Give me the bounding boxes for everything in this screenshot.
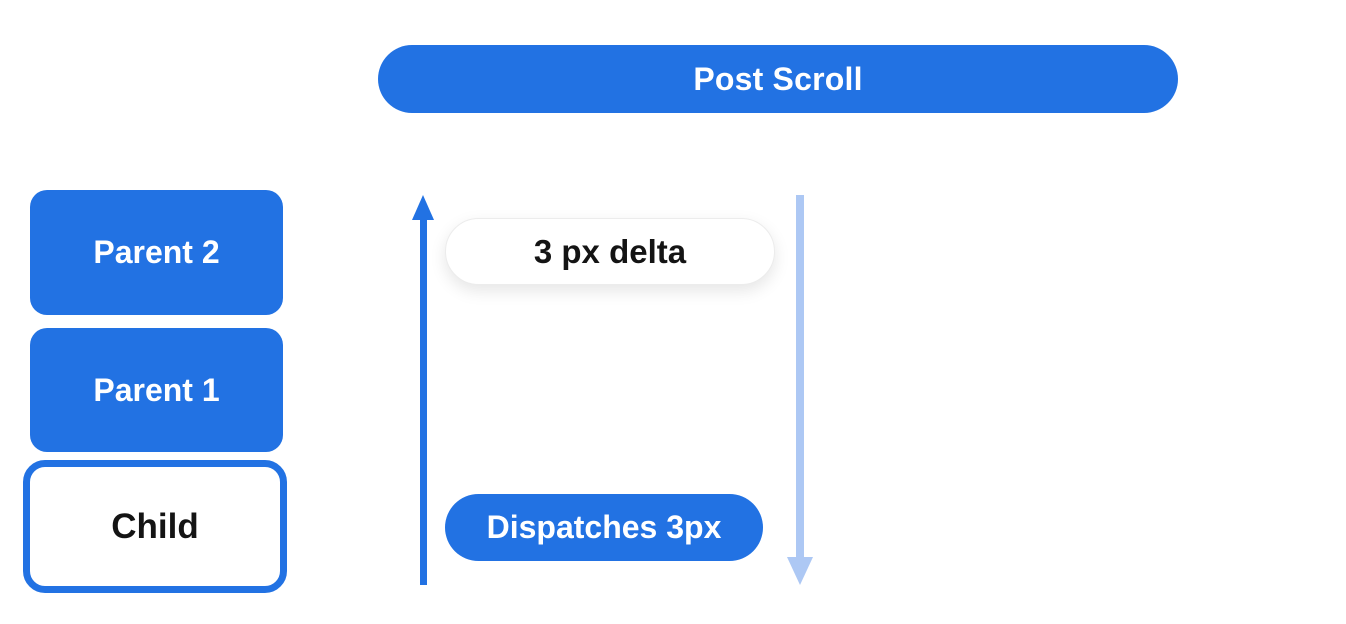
down-arrow-icon	[787, 195, 813, 585]
child-box: Child	[23, 460, 287, 593]
parent1-box: Parent 1	[30, 328, 283, 452]
delta-pill: 3 px delta	[445, 218, 775, 285]
down-arrow-head	[787, 557, 813, 585]
post-scroll-banner: Post Scroll	[378, 45, 1178, 113]
up-arrow-head	[412, 195, 434, 220]
child-label: Child	[111, 506, 199, 546]
parent1-label: Parent 1	[93, 371, 220, 408]
parent2-box: Parent 2	[30, 190, 283, 315]
parent2-label: Parent 2	[93, 234, 220, 270]
up-arrow-shaft	[419, 220, 427, 585]
down-arrow-shaft	[796, 195, 804, 557]
dispatch-pill: Dispatches 3px	[445, 494, 763, 561]
delta-label: 3 px delta	[533, 232, 687, 270]
dispatch-label: Dispatches 3px	[486, 509, 722, 545]
up-arrow-icon	[412, 195, 434, 585]
